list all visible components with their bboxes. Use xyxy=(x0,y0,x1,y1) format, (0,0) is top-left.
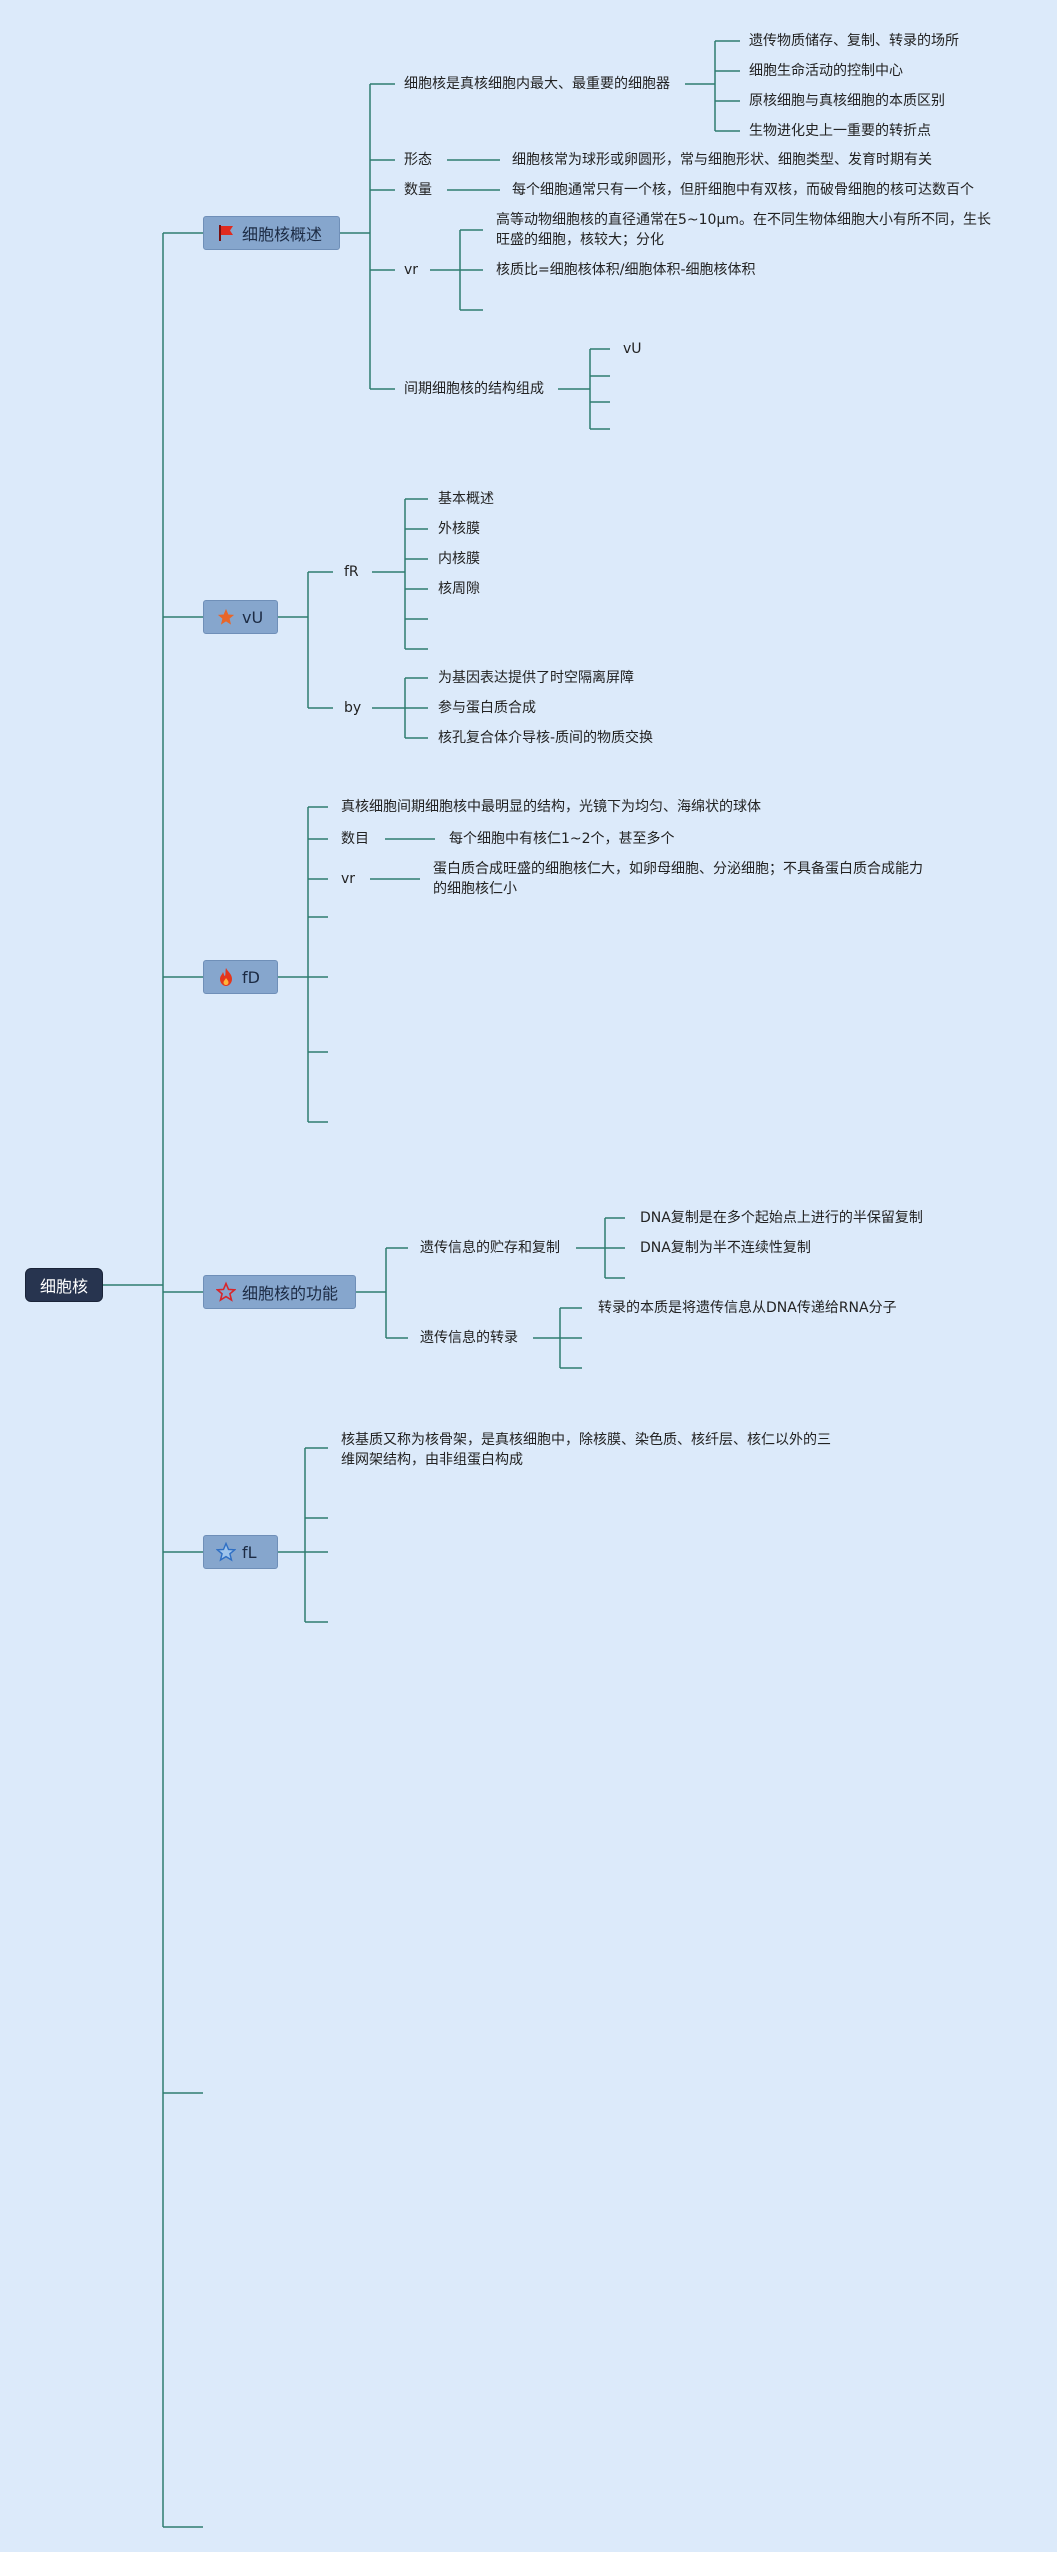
fire-icon xyxy=(216,967,236,987)
topic-nucleolus-label: fD xyxy=(242,967,260,987)
envelope-structure-item[interactable]: 内核膜 xyxy=(438,551,480,567)
overview-def-item[interactable]: 原核细胞与真核细胞的本质区别 xyxy=(749,93,945,109)
overview-size-item[interactable]: 核质比=细胞核体积/细胞体积-细胞核体积 xyxy=(496,262,756,278)
overview-def-label[interactable]: 细胞核是真核细胞内最大、最重要的细胞器 xyxy=(404,76,670,92)
envelope-function-label[interactable]: by xyxy=(344,700,362,716)
overview-def-item[interactable]: 细胞生命活动的控制中心 xyxy=(749,63,903,79)
function-transcription-item[interactable]: 转录的本质是将遗传信息从DNA传递给RNA分子 xyxy=(598,1300,897,1316)
envelope-function-item[interactable]: 为基因表达提供了时空隔离屏障 xyxy=(438,670,634,686)
overview-size-item[interactable]: 高等动物细胞核的直径通常在5~10μm。在不同生物体细胞大小有所不同，生长旺盛的… xyxy=(496,212,991,248)
topic-matrix[interactable]: fL xyxy=(203,1535,278,1569)
overview-def-item[interactable]: 遗传物质储存、复制、转录的场所 xyxy=(749,33,959,49)
envelope-function-item[interactable]: 核孔复合体介导核-质间的物质交换 xyxy=(438,730,654,746)
function-transcription-label[interactable]: 遗传信息的转录 xyxy=(420,1330,518,1346)
envelope-structure-label[interactable]: fR xyxy=(344,564,359,580)
overview-size-label[interactable]: vr xyxy=(404,262,419,278)
topic-function-label: 细胞核的功能 xyxy=(242,1284,339,1303)
root-node[interactable]: 细胞核 xyxy=(25,1268,103,1302)
nucleolus-size-label[interactable]: vr xyxy=(341,871,356,887)
overview-count-value[interactable]: 每个细胞通常只有一个核，但肝细胞中有双核，而破骨细胞的核可达数百个 xyxy=(512,182,974,198)
topic-matrix-label: fL xyxy=(242,1542,257,1562)
overview-def-item[interactable]: 生物进化史上一重要的转折点 xyxy=(749,123,931,139)
function-storage-item[interactable]: DNA复制为半不连续性复制 xyxy=(640,1240,811,1256)
topic-envelope-label: vU xyxy=(242,607,264,627)
overview-structure-label[interactable]: 间期细胞核的结构组成 xyxy=(404,381,544,397)
orange-star-icon xyxy=(216,607,236,627)
nucleolus-count-label[interactable]: 数目 xyxy=(341,831,369,847)
topic-envelope[interactable]: vU xyxy=(203,600,278,634)
overview-structure-item[interactable]: vU xyxy=(623,341,642,357)
blue-star-icon xyxy=(216,1542,236,1562)
overview-shape-label[interactable]: 形态 xyxy=(404,152,432,168)
envelope-structure-item[interactable]: 核周隙 xyxy=(438,581,480,597)
topic-function[interactable]: 细胞核的功能 xyxy=(203,1275,356,1309)
function-storage-item[interactable]: DNA复制是在多个起始点上进行的半保留复制 xyxy=(640,1210,923,1226)
overview-shape-value[interactable]: 细胞核常为球形或卵圆形，常与细胞形状、细胞类型、发育时期有关 xyxy=(512,152,932,168)
nucleolus-size-value[interactable]: 蛋白质合成旺盛的细胞核仁大，如卵母细胞、分泌细胞；不具备蛋白质合成能力的细胞核仁… xyxy=(433,861,923,897)
envelope-function-item[interactable]: 参与蛋白质合成 xyxy=(438,700,536,716)
red-flag-icon xyxy=(216,223,236,243)
nucleolus-count-value[interactable]: 每个细胞中有核仁1~2个，甚至多个 xyxy=(449,831,675,847)
nucleolus-desc[interactable]: 真核细胞间期细胞核中最明显的结构，光镜下为均匀、海绵状的球体 xyxy=(341,799,761,815)
envelope-structure-item[interactable]: 基本概述 xyxy=(438,491,494,507)
matrix-desc[interactable]: 核基质又称为核骨架，是真核细胞中，除核膜、染色质、核纤层、核仁以外的三维网架结构… xyxy=(341,1432,831,1468)
overview-count-label[interactable]: 数量 xyxy=(404,182,432,198)
function-storage-label[interactable]: 遗传信息的贮存和复制 xyxy=(420,1240,560,1256)
topic-nucleolus[interactable]: fD xyxy=(203,960,278,994)
topic-overview[interactable]: 细胞核概述 xyxy=(203,216,340,250)
envelope-structure-item[interactable]: 外核膜 xyxy=(438,521,480,537)
topic-overview-label: 细胞核概述 xyxy=(242,225,323,244)
root-label: 细胞核 xyxy=(39,1277,88,1296)
red-outline-star-icon xyxy=(216,1281,236,1302)
